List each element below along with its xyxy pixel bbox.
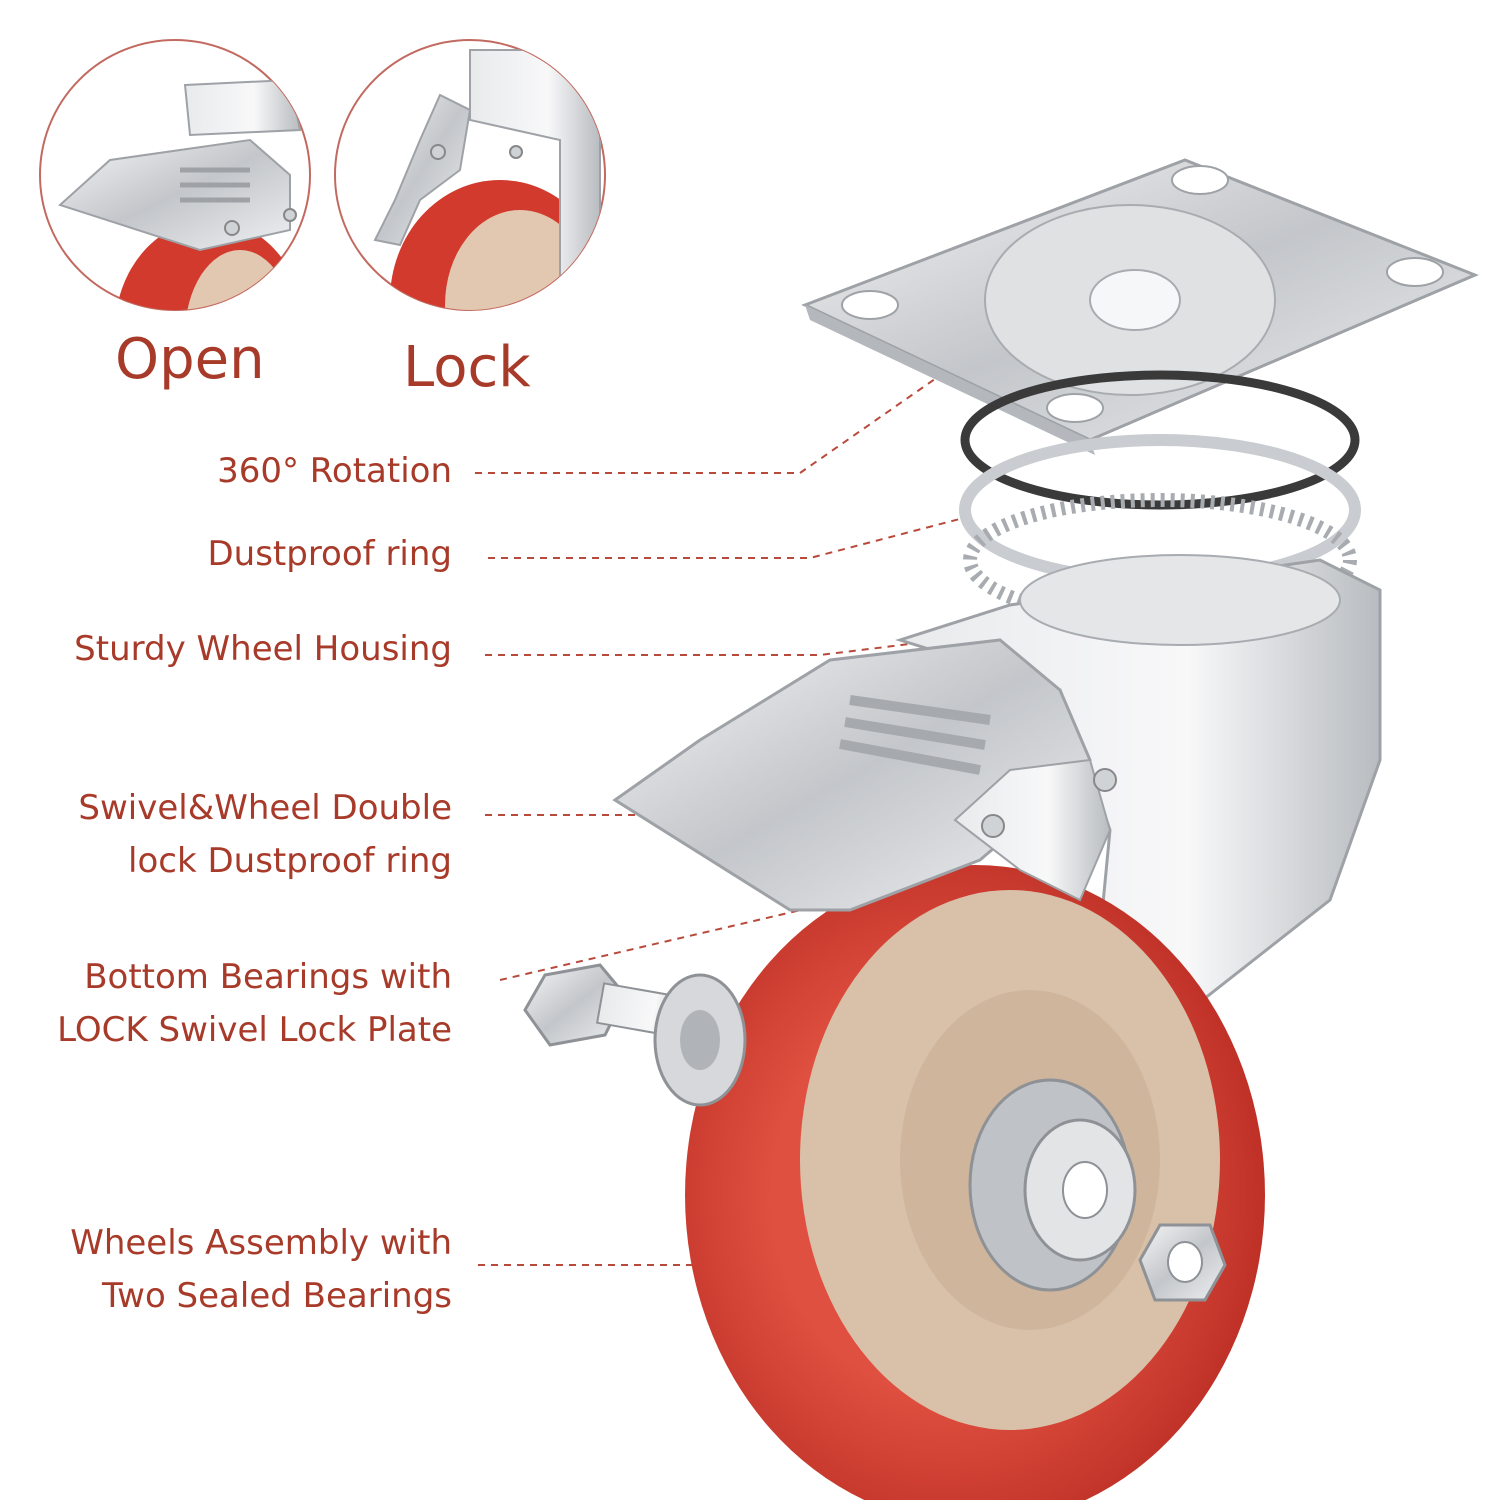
callout-dustproof-ring: Dustproof ring	[207, 528, 452, 581]
brake-pedal	[612, 638, 1117, 912]
callout-rotation: 360° Rotation	[217, 445, 452, 498]
callout-rotation-text: 360° Rotation	[217, 451, 452, 491]
wheel	[685, 865, 1265, 1500]
callout-housing-text: Sturdy Wheel Housing	[74, 629, 452, 669]
lock-label: Lock	[403, 335, 531, 400]
callout-wheel-assembly: Wheels Assembly with Two Sealed Bearings	[70, 1217, 452, 1323]
callout-double-lock-line1: Swivel&Wheel Double	[78, 788, 452, 828]
top-plate	[801, 158, 1479, 455]
callout-bottom-bearings-line1: Bottom Bearings with	[84, 957, 452, 997]
leader-rotation	[475, 364, 956, 474]
callout-wheel-assembly-line2: Two Sealed Bearings	[102, 1276, 452, 1316]
callout-double-lock: Swivel&Wheel Double lock Dustproof ring	[78, 782, 452, 888]
callout-bottom-bearings-line2: LOCK Swivel Lock Plate	[57, 1010, 452, 1050]
axle-assembly	[523, 963, 747, 1107]
leader-dustproof	[488, 514, 976, 559]
hex-nut	[1138, 1223, 1227, 1302]
callout-bottom-bearings: Bottom Bearings with LOCK Swivel Lock Pl…	[57, 951, 452, 1057]
ball-bearing-ring	[963, 493, 1357, 627]
callout-wheel-assembly-line1: Wheels Assembly with	[70, 1223, 452, 1263]
callout-dustproof-text: Dustproof ring	[207, 534, 452, 574]
black-o-ring	[960, 370, 1360, 510]
open-label: Open	[115, 327, 265, 392]
callout-wheel-housing: Sturdy Wheel Housing	[74, 623, 452, 676]
callout-double-lock-line2: lock Dustproof ring	[128, 841, 452, 881]
